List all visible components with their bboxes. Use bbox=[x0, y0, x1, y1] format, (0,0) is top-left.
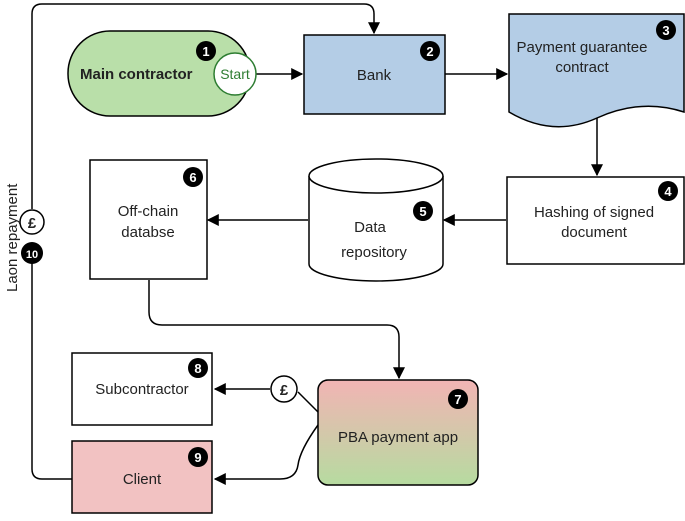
node-offchain-database: Off-chain databse 6 bbox=[89, 159, 208, 280]
node-subcontractor: Subcontractor 8 bbox=[71, 352, 213, 426]
hashing-shape bbox=[506, 176, 685, 265]
badge-5 bbox=[413, 201, 433, 221]
hashing-label-line1: Hashing of signed bbox=[534, 204, 654, 221]
pound-icon bbox=[270, 375, 298, 403]
badge-2 bbox=[420, 41, 440, 61]
badge-9 bbox=[188, 447, 208, 467]
node-hashing: Hashing of signed document 4 bbox=[506, 176, 685, 265]
loan-repayment-label: Laon repayment bbox=[4, 183, 21, 292]
node-payment-guarantee-contract: Payment guarantee contract 3 bbox=[508, 13, 685, 128]
badge-6-label: 6 bbox=[189, 170, 196, 185]
node-bank: Bank 2 bbox=[303, 34, 446, 115]
edge-loan-repayment-to-bank bbox=[31, 3, 380, 209]
pba-app-shape bbox=[317, 379, 479, 486]
payment-guarantee-label-line1: Payment guarantee bbox=[517, 39, 648, 56]
badge-4-label: 4 bbox=[664, 184, 672, 199]
subcontractor-label: Subcontractor bbox=[95, 381, 188, 398]
node-data-repository: Data repository 5 bbox=[308, 158, 444, 282]
badge-10 bbox=[21, 242, 43, 264]
data-repository-label-line1: Data bbox=[354, 219, 386, 236]
edge-pba-to-client bbox=[213, 424, 319, 485]
badge-2-label: 2 bbox=[426, 44, 433, 59]
badge-3 bbox=[656, 20, 676, 40]
data-repository-top bbox=[308, 158, 444, 194]
badge-6 bbox=[183, 167, 203, 187]
node-pba-payment-app: PBA payment app 7 bbox=[317, 379, 479, 486]
badge-1 bbox=[196, 41, 216, 61]
loan-pound-icon bbox=[19, 209, 45, 235]
badge-10-label: 10 bbox=[26, 249, 38, 261]
badge-9-label: 9 bbox=[194, 450, 201, 465]
badge-7-label: 7 bbox=[454, 392, 461, 407]
badge-4 bbox=[658, 181, 678, 201]
start-circle bbox=[213, 52, 257, 96]
node-client: Client 9 bbox=[71, 440, 213, 514]
loan-repayment-markers: £ 10 Laon repayment bbox=[4, 183, 45, 292]
edges bbox=[31, 3, 603, 485]
payment-guarantee-shape bbox=[508, 13, 685, 128]
payment-guarantee-label-line2: contract bbox=[555, 59, 609, 76]
bank-label: Bank bbox=[357, 67, 392, 84]
hashing-label-line2: document bbox=[561, 224, 628, 241]
main-contractor-label: Main contractor bbox=[80, 66, 193, 83]
loan-pound-symbol: £ bbox=[28, 215, 37, 232]
badge-3-label: 3 bbox=[662, 23, 669, 38]
currency-marker-subcontractor: £ bbox=[270, 375, 298, 403]
edge-offchain-db-to-pba-app bbox=[148, 280, 405, 380]
data-repository-label-line2: repository bbox=[341, 244, 407, 261]
client-shape bbox=[71, 440, 213, 514]
badge-7 bbox=[448, 389, 468, 409]
badge-5-label: 5 bbox=[419, 204, 426, 219]
client-label: Client bbox=[123, 471, 162, 488]
edge-client-loan-line-lower bbox=[31, 263, 72, 480]
pound-symbol: £ bbox=[280, 382, 289, 399]
offchain-db-label-line1: Off-chain bbox=[118, 203, 179, 220]
pba-app-label: PBA payment app bbox=[338, 429, 458, 446]
badge-1-label: 1 bbox=[202, 44, 209, 59]
data-repository-body bbox=[308, 176, 444, 282]
edge-pba-to-currency bbox=[297, 391, 319, 413]
badge-8-label: 8 bbox=[194, 361, 201, 376]
start-label: Start bbox=[220, 66, 250, 82]
offchain-db-label-line2: databse bbox=[121, 224, 174, 241]
badge-8 bbox=[188, 358, 208, 378]
node-main-contractor: Main contractor 1 Start bbox=[67, 30, 257, 117]
